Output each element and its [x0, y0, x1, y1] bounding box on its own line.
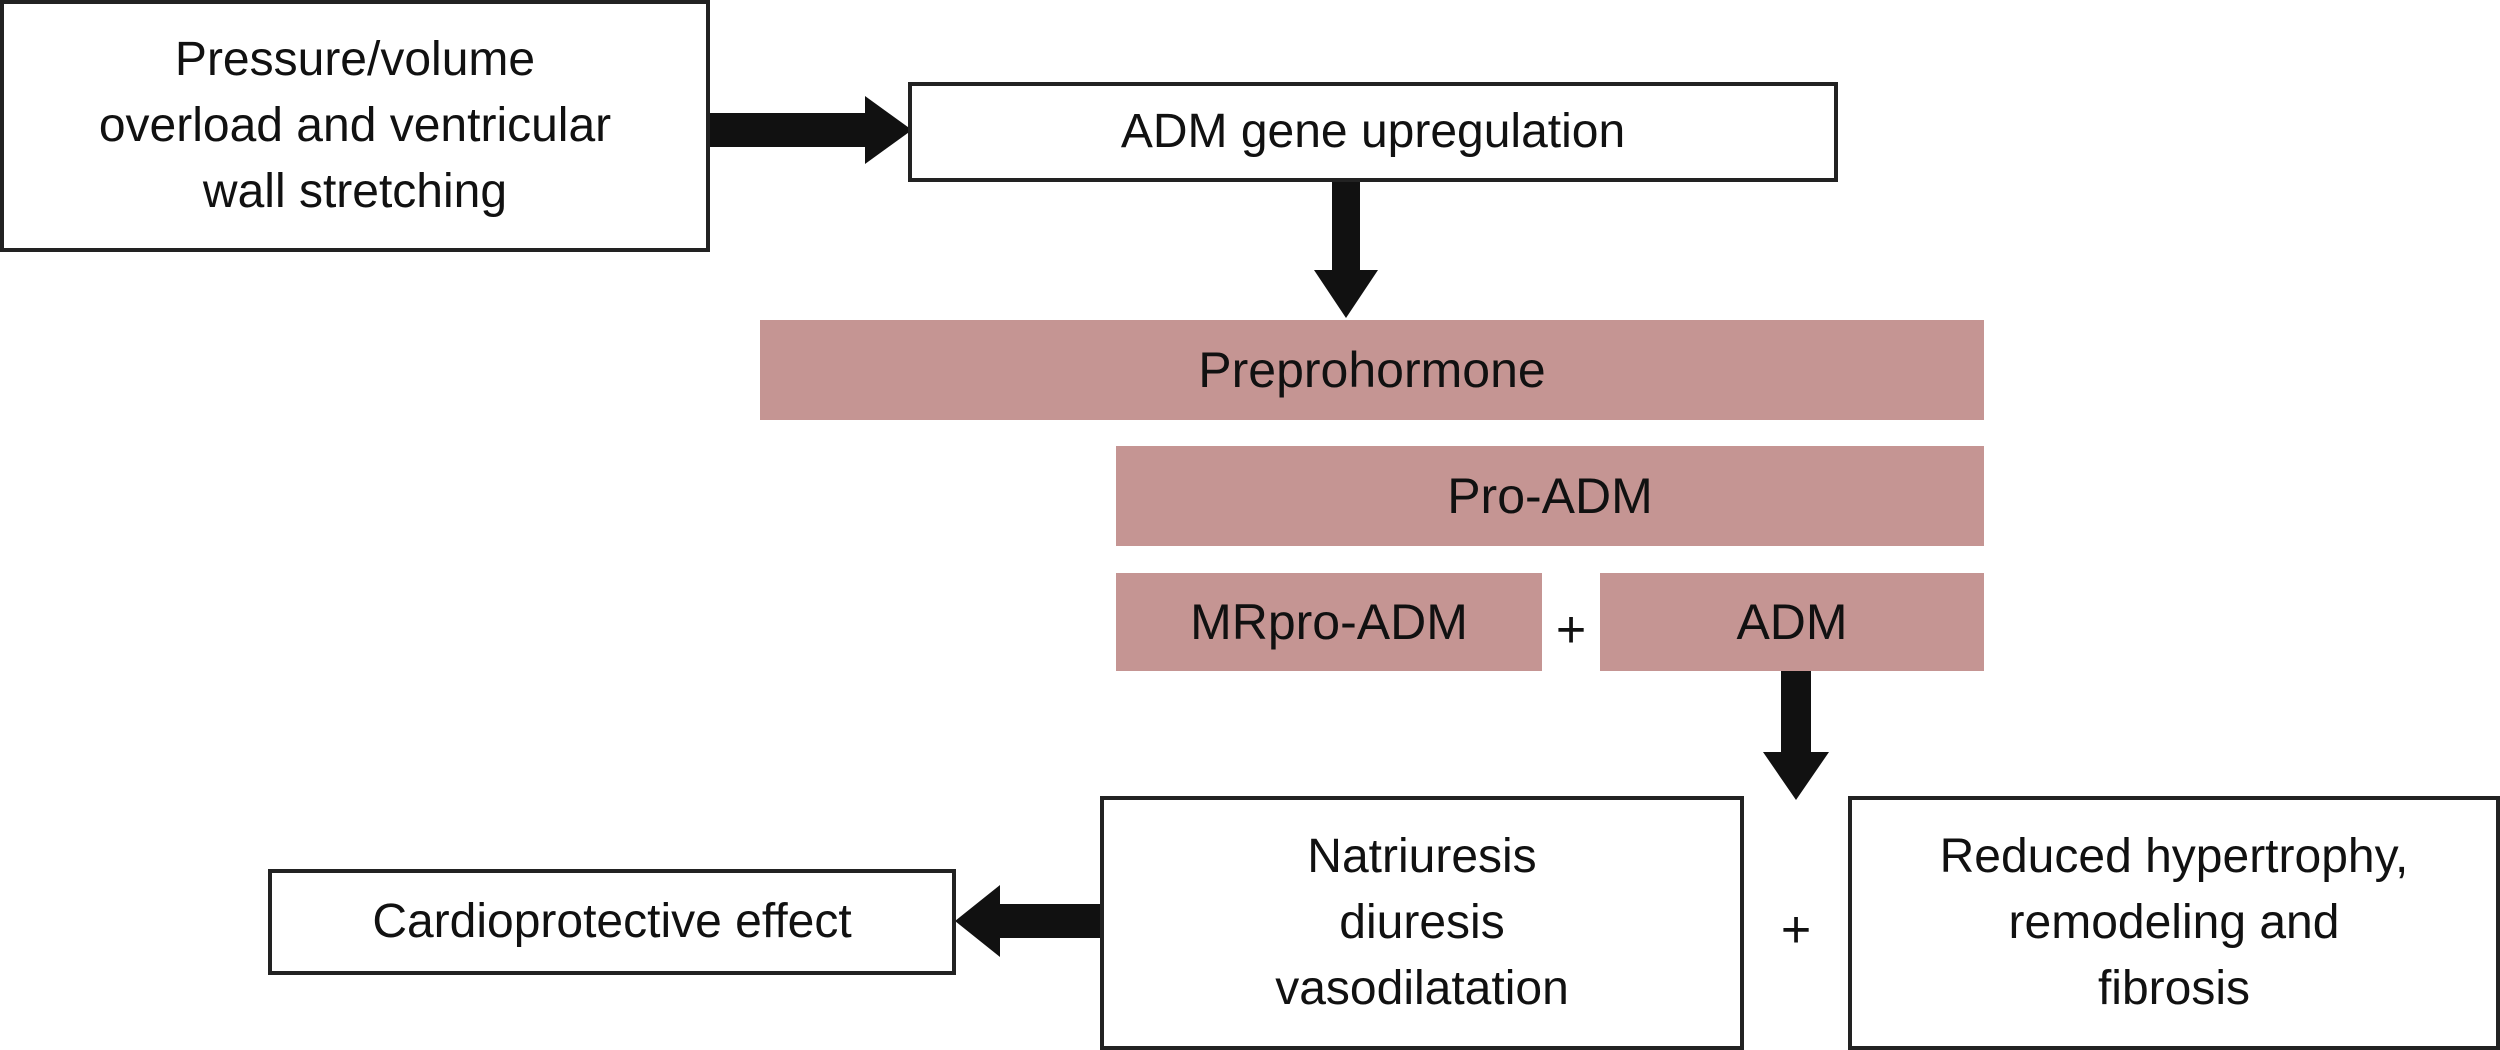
arrow-stimulus-to-gene	[705, 96, 912, 164]
cleavage-plus-sign: +	[1555, 601, 1587, 659]
stimulus-line-3: wall stretching	[202, 165, 508, 218]
arrow-gene-to-preprohormone	[1314, 182, 1378, 318]
renal-effects-line-1: Natriuresis	[1307, 830, 1537, 883]
stimulus-box: Pressure/volume overload and ventricular…	[0, 0, 710, 252]
structural-effects-box: Reduced hypertrophy, remodeling and fibr…	[1848, 796, 2500, 1050]
structural-effects-line-2: remodeling and	[2008, 896, 2340, 949]
cardioprotective-effect-label: Cardioprotective effect	[372, 895, 852, 948]
mrpro-adm-bar: MRpro-ADM	[1116, 573, 1542, 671]
gene-upregulation-label: ADM gene upregulation	[1120, 105, 1626, 158]
renal-effects-box: Natriuresis diuresis vasodilatation	[1100, 796, 1744, 1050]
arrow-adm-to-effects	[1763, 670, 1829, 800]
cardioprotective-effect-box: Cardioprotective effect	[268, 869, 956, 975]
renal-effects-line-2: diuresis	[1339, 896, 1505, 949]
pro-adm-bar: Pro-ADM	[1116, 446, 1984, 546]
structural-effects-line-1: Reduced hypertrophy,	[1939, 830, 2409, 883]
mrpro-adm-label: MRpro-ADM	[1190, 594, 1468, 650]
preprohormone-bar: Preprohormone	[760, 320, 1984, 420]
renal-effects-line-3: vasodilatation	[1275, 962, 1569, 1015]
stimulus-line-1: Pressure/volume	[174, 33, 536, 86]
gene-upregulation-box: ADM gene upregulation	[908, 82, 1838, 182]
adm-bar: ADM	[1600, 573, 1984, 671]
arrow-renal-to-outcome	[955, 885, 1100, 957]
preprohormone-label: Preprohormone	[1198, 342, 1546, 398]
effects-plus-sign: +	[1780, 901, 1812, 959]
adm-label: ADM	[1736, 594, 1848, 650]
pro-adm-label: Pro-ADM	[1447, 468, 1653, 524]
structural-effects-line-3: fibrosis	[2097, 962, 2251, 1015]
stimulus-line-2: overload and ventricular	[98, 99, 612, 152]
